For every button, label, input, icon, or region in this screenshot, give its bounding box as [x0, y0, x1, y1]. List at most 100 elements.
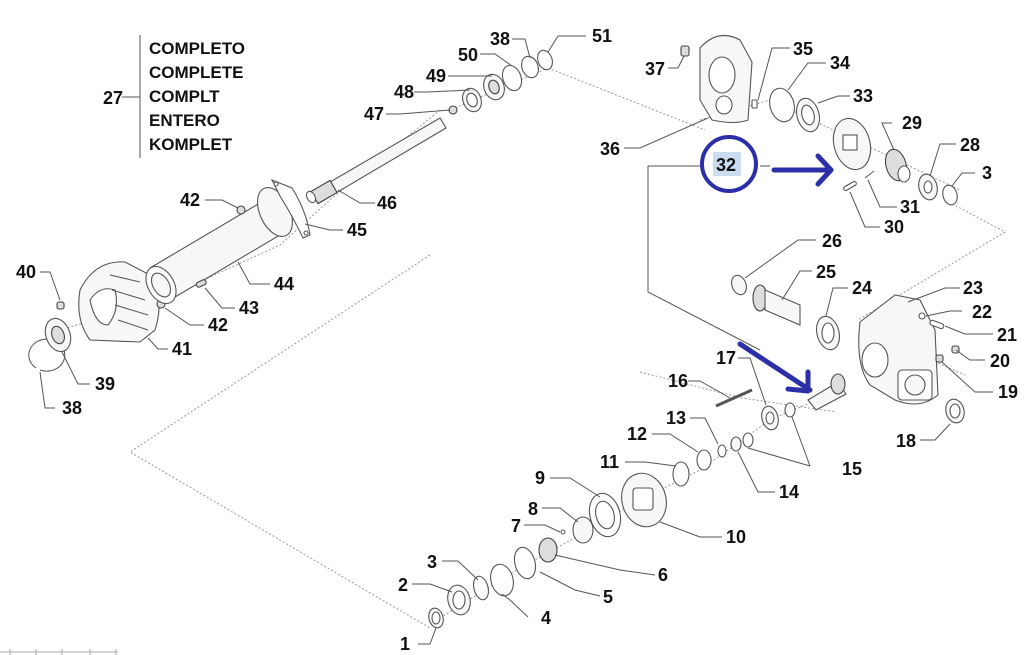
- part-18-seal: [945, 398, 965, 424]
- callout-16[interactable]: 16: [668, 371, 688, 391]
- callout-13[interactable]: 13: [666, 408, 686, 428]
- part-2-bearing: [447, 584, 471, 616]
- part-1-seal: [428, 607, 444, 629]
- callout-8[interactable]: 8: [528, 499, 538, 519]
- callout-43[interactable]: 43: [239, 298, 259, 318]
- part-32-disc: [832, 117, 872, 171]
- callout-9[interactable]: 9: [535, 468, 545, 488]
- highlight-annotation: [700, 135, 834, 394]
- part-37-bolt: [680, 45, 690, 57]
- part-31-spring: [864, 170, 875, 179]
- part-50-ring: [501, 64, 523, 92]
- part-33-bearing: [795, 97, 821, 133]
- part-46-shaft: [305, 117, 447, 205]
- callout-34[interactable]: 34: [830, 53, 850, 73]
- part-9-plate: [588, 492, 622, 538]
- callout-18[interactable]: 18: [896, 431, 916, 451]
- arrow-head-icon: [815, 153, 834, 187]
- callout-36[interactable]: 36: [600, 139, 620, 159]
- part-15-shim-upper: [784, 402, 796, 418]
- assembly-line: [547, 67, 706, 131]
- callout-42-upper[interactable]: 42: [180, 190, 200, 210]
- part-19-plug: [935, 354, 944, 363]
- part-41-housing: [78, 261, 160, 343]
- callout-4[interactable]: 4: [541, 608, 551, 628]
- callout-41[interactable]: 41: [172, 339, 192, 359]
- callout-6[interactable]: 6: [658, 565, 668, 585]
- callout-35[interactable]: 35: [793, 39, 813, 59]
- highlight-label-bg: [713, 152, 741, 176]
- part-16-rod: [715, 388, 753, 408]
- callout-47[interactable]: 47: [364, 104, 384, 124]
- legend-line: ENTERO: [149, 111, 220, 130]
- legend-line: COMPLETE: [149, 63, 243, 82]
- callout-38-upper[interactable]: 38: [490, 29, 510, 49]
- legend-line: KOMPLET: [149, 135, 233, 154]
- callout-50[interactable]: 50: [458, 45, 478, 65]
- callout-20[interactable]: 20: [990, 351, 1010, 371]
- arrow-head-icon: [785, 369, 811, 394]
- part-8-hub: [572, 516, 594, 544]
- part-24-bearing: [815, 315, 841, 351]
- part-5-plate: [513, 546, 537, 580]
- part-48-seal: [462, 87, 482, 113]
- part-22-washer: [918, 312, 926, 320]
- assembly-line: [129, 254, 431, 629]
- callout-3-top[interactable]: 3: [982, 163, 992, 183]
- callout-19[interactable]: 19: [998, 382, 1018, 402]
- callout-2[interactable]: 2: [398, 575, 408, 595]
- callout-5[interactable]: 5: [603, 587, 613, 607]
- part-26-bearing: [731, 274, 747, 296]
- callout-30[interactable]: 30: [884, 217, 904, 237]
- callout-29[interactable]: 29: [902, 113, 922, 133]
- callout-45[interactable]: 45: [347, 220, 367, 240]
- part-3-ring-top: [942, 184, 958, 206]
- callout-37[interactable]: 37: [645, 59, 665, 79]
- highlight-circle: [700, 135, 758, 193]
- callout-7[interactable]: 7: [511, 516, 521, 536]
- callout-49[interactable]: 49: [426, 66, 446, 86]
- part-3-ring-bottom: [473, 575, 489, 601]
- callout-46[interactable]: 46: [377, 193, 397, 213]
- callout-11[interactable]: 11: [600, 452, 619, 472]
- callout-3[interactable]: 3: [427, 552, 437, 572]
- callout-24[interactable]: 24: [852, 278, 872, 298]
- part-6-spline-hub: [538, 537, 558, 563]
- callout-15[interactable]: 15: [842, 459, 862, 479]
- legend-block: 27 COMPLETO COMPLETE COMPLT ENTERO KOMPL…: [103, 39, 245, 154]
- callout-48[interactable]: 48: [394, 82, 414, 102]
- part-13-ring: [717, 444, 727, 458]
- part-10-drum: [621, 472, 667, 528]
- part-25-pinion: [752, 284, 801, 326]
- callout-31[interactable]: 31: [900, 197, 920, 217]
- callout-44[interactable]: 44: [274, 274, 294, 294]
- callout-42-lower[interactable]: 42: [208, 315, 228, 335]
- part-14-ring: [730, 436, 742, 452]
- callout-23[interactable]: 23: [963, 278, 983, 298]
- callout-51[interactable]: 51: [592, 26, 612, 46]
- part-44-tube: [145, 199, 286, 305]
- callout-40[interactable]: 40: [16, 262, 36, 282]
- callout-38-lower[interactable]: 38: [62, 398, 82, 418]
- callout-28[interactable]: 28: [960, 135, 980, 155]
- part-28-bearing: [918, 173, 938, 201]
- callout-33[interactable]: 33: [853, 86, 873, 106]
- callout-39[interactable]: 39: [95, 374, 115, 394]
- part-12-ring: [696, 449, 712, 471]
- callout-12[interactable]: 12: [627, 424, 647, 444]
- callout-26[interactable]: 26: [822, 231, 842, 251]
- part-40-bolt: [56, 301, 65, 310]
- callout-14[interactable]: 14: [779, 482, 799, 502]
- callout-32[interactable]: 32: [716, 155, 736, 175]
- callout-21[interactable]: 21: [997, 325, 1017, 345]
- callout-1[interactable]: 1: [400, 634, 410, 654]
- callout-10[interactable]: 10: [726, 527, 746, 547]
- callout-22[interactable]: 22: [972, 302, 992, 322]
- callout-25[interactable]: 25: [816, 262, 836, 282]
- part-shaft-input: [807, 373, 847, 411]
- part-39-bearing-left: [44, 317, 72, 353]
- callout-17[interactable]: 17: [716, 348, 736, 368]
- part-30-pin: [843, 180, 857, 192]
- part-21-screw: [929, 319, 945, 330]
